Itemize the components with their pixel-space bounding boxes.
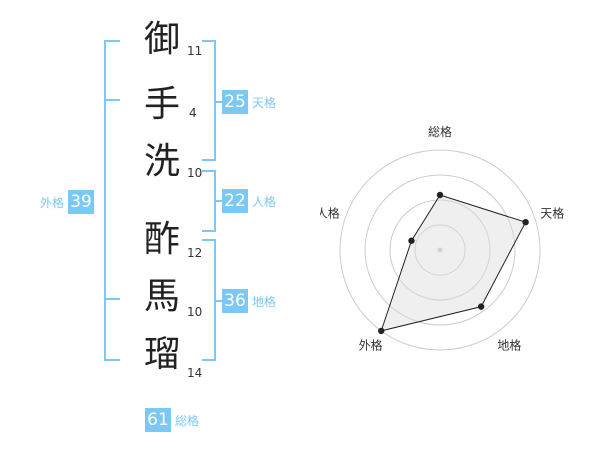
stroke-count-3: 10	[187, 166, 203, 180]
name-char-6: 瑠	[143, 334, 180, 375]
tenkaku-bracket	[202, 40, 216, 161]
tenkaku-connector	[214, 101, 222, 103]
soukaku-value: 61	[145, 408, 171, 432]
radar-ring	[364, 174, 516, 326]
radar-axis-label-2: 天格	[540, 206, 564, 221]
tenkaku-value: 25	[222, 90, 248, 114]
radar-axis-label-3: 地格	[497, 337, 521, 352]
gaikaku-badge: 外格 39	[40, 190, 95, 214]
gaikaku-bracket	[104, 40, 120, 361]
name-char-1: 御	[143, 19, 180, 60]
radar-series-area	[380, 194, 527, 332]
soukaku-badge: 61 総格	[145, 408, 199, 432]
chikaku-connector	[214, 300, 222, 302]
name-char-5: 馬	[143, 276, 180, 317]
radar-point-1	[436, 191, 444, 199]
jinkaku-value: 22	[222, 189, 248, 213]
radar-axis-label-4: 外格	[359, 337, 383, 352]
jinkaku-connector	[214, 200, 222, 202]
radar-ring	[339, 149, 541, 351]
radar-ring	[414, 224, 466, 276]
chikaku-badge: 36 地格	[222, 289, 276, 313]
radar-axis-label-1: 総格	[428, 124, 452, 139]
name-char-4: 酢	[143, 219, 180, 260]
gaikaku-value: 39	[68, 190, 95, 214]
chikaku-value: 36	[222, 289, 248, 313]
jinkaku-badge: 22 人格	[222, 189, 276, 213]
jinkaku-label: 人格	[252, 194, 277, 209]
radar-ring	[389, 199, 491, 301]
radar-axis-label-5: 人格	[320, 206, 340, 221]
gaikaku-bracket-tick	[104, 298, 120, 300]
soukaku-label: 総格	[175, 413, 200, 428]
gaikaku-bracket-tick	[104, 99, 120, 101]
stroke-count-5: 10	[187, 305, 203, 319]
radar-point-4	[378, 327, 385, 335]
name-char-3: 洗	[143, 141, 180, 182]
stroke-count-1: 11	[187, 44, 203, 58]
chikaku-label: 地格	[252, 294, 277, 309]
radar-point-5	[408, 237, 415, 244]
stroke-count-2: 4	[189, 106, 197, 120]
name-char-2: 手	[143, 84, 180, 125]
tenkaku-badge: 25 天格	[222, 90, 276, 114]
radar-point-2	[522, 218, 529, 226]
gaikaku-label: 外格	[40, 195, 65, 210]
radar-point-3	[477, 303, 485, 310]
stroke-count-4: 12	[187, 246, 203, 260]
tenkaku-label: 天格	[252, 95, 277, 110]
stroke-count-6: 14	[187, 366, 203, 380]
radar-center	[437, 247, 443, 253]
